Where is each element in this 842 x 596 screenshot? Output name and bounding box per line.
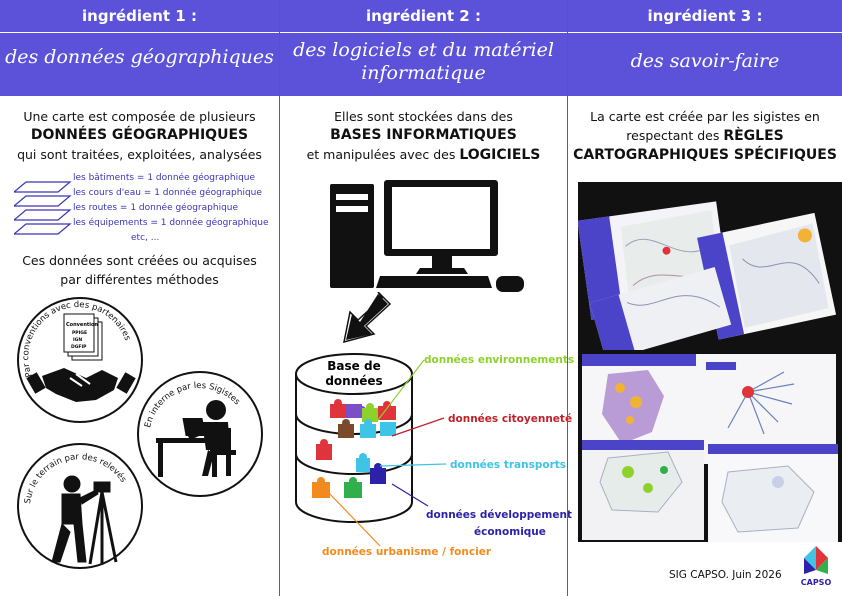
methods-text: Ces données sont créées ou acquises par … bbox=[0, 251, 279, 289]
svg-text:IGN: IGN bbox=[73, 337, 82, 343]
layer-item: les équipements = 1 donnée géographique bbox=[73, 218, 269, 228]
desk-worker-icon bbox=[156, 400, 236, 477]
column-ingredient-3: ingrédient 3 : des savoir-faire La carte… bbox=[568, 0, 842, 596]
header-ingredient-2: ingrédient 2 : des logiciels et du matér… bbox=[280, 0, 567, 96]
connector-lines bbox=[327, 359, 447, 547]
intro-highlight: DONNÉES GÉOGRAPHIQUES bbox=[30, 127, 249, 143]
layers-icon bbox=[14, 181, 72, 235]
header-title: ingrédient 3 : bbox=[647, 7, 763, 25]
intro-line: La carte est créée par les sigistes en bbox=[590, 109, 820, 124]
internal-circle: En interne par les Sigistes bbox=[137, 371, 263, 497]
category-transport: données transports bbox=[450, 459, 567, 471]
header-subtitle: des données géographiques bbox=[5, 46, 274, 68]
layer-item: les bâtiments = 1 donnée géographique bbox=[73, 173, 256, 183]
header-ingredient-1: ingrédient 1 : des données géographiques bbox=[0, 0, 279, 96]
intro-line: et manipulées avec des LOGICIELS bbox=[306, 147, 541, 163]
arrow-down-icon bbox=[343, 292, 392, 344]
intro-line: respectant des RÈGLES bbox=[626, 128, 784, 144]
header-ingredient-3: ingrédient 3 : des savoir-faire bbox=[568, 0, 842, 96]
header-divider bbox=[280, 32, 567, 33]
computer-icon bbox=[330, 180, 524, 292]
intro-line: Elles sont stockées dans des bbox=[334, 109, 513, 124]
header-subtitle: des savoir-faire bbox=[630, 50, 780, 72]
footer-credit: SIG CAPSO. Juin 2026 bbox=[669, 569, 782, 581]
svg-text:PPIGE: PPIGE bbox=[72, 330, 87, 336]
methods-line: par différentes méthodes bbox=[60, 272, 219, 287]
intro-highlight: CARTOGRAPHIQUES SPÉCIFIQUES bbox=[573, 147, 837, 163]
header-subtitle-line: informatique bbox=[361, 62, 486, 84]
header-divider bbox=[0, 32, 279, 33]
database-icon: Base de données bbox=[295, 353, 413, 523]
svg-text:DGFIP: DGFIP bbox=[71, 344, 87, 350]
header-title: ingrédient 1 : bbox=[82, 7, 197, 25]
intro-highlight: BASES INFORMATIQUES bbox=[330, 127, 517, 143]
header-subtitle-line: des logiciels et du matériel bbox=[293, 39, 554, 61]
category-environment: données environnements bbox=[424, 354, 575, 366]
column-separator bbox=[567, 0, 568, 596]
intro-text: La carte est créée par les sigistes en r… bbox=[568, 107, 842, 165]
category-economic-development-cont: économique bbox=[474, 526, 546, 538]
column-ingredient-1: ingrédient 1 : des données géographiques… bbox=[0, 0, 279, 596]
header-divider bbox=[568, 32, 842, 33]
map-collage-image bbox=[578, 182, 842, 542]
surveyor-icon bbox=[51, 475, 118, 565]
svg-text:CAPSO: CAPSO bbox=[801, 578, 832, 587]
capso-logo: CAPSO bbox=[801, 546, 832, 587]
layer-item: etc, ... bbox=[131, 233, 160, 243]
category-citizenship: données citoyenneté bbox=[448, 413, 573, 425]
field-circle: Sur le terrain par des relevés bbox=[17, 443, 143, 569]
layer-item: les routes = 1 donnée géographique bbox=[73, 203, 239, 213]
documents-icon: Convention PPIGE IGN DGFIP bbox=[63, 313, 103, 361]
intro-line: qui sont traitées, exploitées, analysées bbox=[17, 147, 262, 162]
methods-line: Ces données sont créées ou acquises bbox=[22, 253, 257, 268]
partnership-circle: Par conventions avec des partenaires Con… bbox=[17, 297, 143, 423]
header-title: ingrédient 2 : bbox=[366, 7, 481, 25]
svg-text:Convention: Convention bbox=[66, 322, 98, 328]
intro-text: Une carte est composée de plusieurs DONN… bbox=[0, 107, 279, 164]
intro-line: Une carte est composée de plusieurs bbox=[23, 109, 256, 124]
column-separator bbox=[279, 0, 280, 596]
column-ingredient-2: ingrédient 2 : des logiciels et du matér… bbox=[280, 0, 574, 596]
layers-list: les bâtiments = 1 donnée géographique le… bbox=[73, 171, 269, 246]
category-economic-development: données développement bbox=[426, 509, 572, 521]
intro-text: Elles sont stockées dans des BASES INFOR… bbox=[280, 107, 567, 165]
header-subtitle: des logiciels et du matériel informatiqu… bbox=[280, 39, 567, 85]
layer-item: les cours d'eau = 1 donnée géographique bbox=[73, 188, 262, 198]
category-urbanism: données urbanisme / foncier bbox=[322, 546, 491, 558]
handshake-icon bbox=[26, 368, 136, 402]
database-title: Base de bbox=[327, 359, 380, 373]
database-title: données bbox=[325, 374, 382, 388]
